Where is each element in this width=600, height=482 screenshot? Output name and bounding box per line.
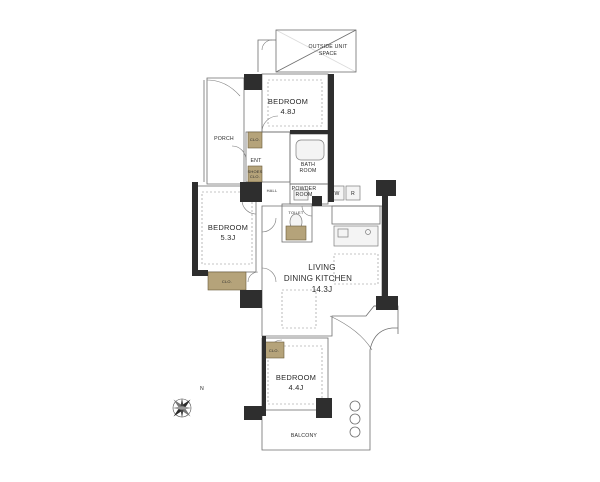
bedroom-top-name: BEDROOM (268, 97, 308, 106)
shoes-label-2: CLO. (250, 174, 260, 179)
outside-unit-label-1: OUTSIDE UNIT (308, 44, 348, 50)
clo-label-bottom: CLO. (269, 348, 279, 353)
ldk-line-2: DINING KITCHEN (284, 274, 352, 283)
bedroom-bottom-name: BEDROOM (276, 373, 316, 382)
fridge-space (345, 185, 361, 201)
compass-north-label: N (200, 386, 204, 392)
closets: CLO. SHOES CLO. CLO. CLO. (207, 131, 307, 359)
fixtures (289, 139, 361, 231)
fridge-label: R (351, 191, 355, 197)
toilet-label: TOILET (288, 210, 303, 215)
bedroom-bottom-size: 4.4J (289, 383, 304, 392)
hall-label: HALL (267, 188, 278, 193)
shoes-label-1: SHOES (247, 169, 262, 174)
ldk-size: 14.3J (312, 285, 333, 294)
balcony-label: BALCONY (291, 433, 318, 439)
washer-label: W (334, 191, 339, 197)
unit-outline (195, 73, 399, 451)
bath-label-1: BATH (301, 162, 315, 168)
outside-unit-space: OUTSIDE UNIT SPACE (257, 29, 357, 73)
powder-label-2: ROOM (296, 192, 313, 198)
outside-unit-label-2: SPACE (319, 51, 338, 57)
bathtub (295, 139, 325, 161)
washbasin (293, 189, 309, 201)
porch-area: PORCH (203, 77, 245, 185)
structural-walls (192, 74, 398, 420)
ldk-line-1: LIVING (308, 263, 335, 272)
bedroom-left-size: 5.3J (221, 233, 236, 242)
porch-label: PORCH (214, 136, 234, 142)
bedroom-left-name: BEDROOM (208, 223, 248, 232)
powder-label-1: POWDER (292, 186, 317, 192)
bath-label-2: ROOM (300, 168, 317, 174)
clo-label-entrance: CLO. (250, 137, 260, 142)
bedroom-top-size: 4.8J (281, 107, 296, 116)
closet-left-bedroom (207, 271, 247, 291)
compass: N (172, 386, 204, 418)
clo-label-left: CLO. (222, 279, 232, 284)
ent-label: ENT (251, 158, 263, 164)
balcony-units (349, 400, 361, 438)
compass-icon (172, 398, 192, 418)
closet-toilet (285, 225, 307, 241)
closet-entrance (247, 131, 263, 149)
